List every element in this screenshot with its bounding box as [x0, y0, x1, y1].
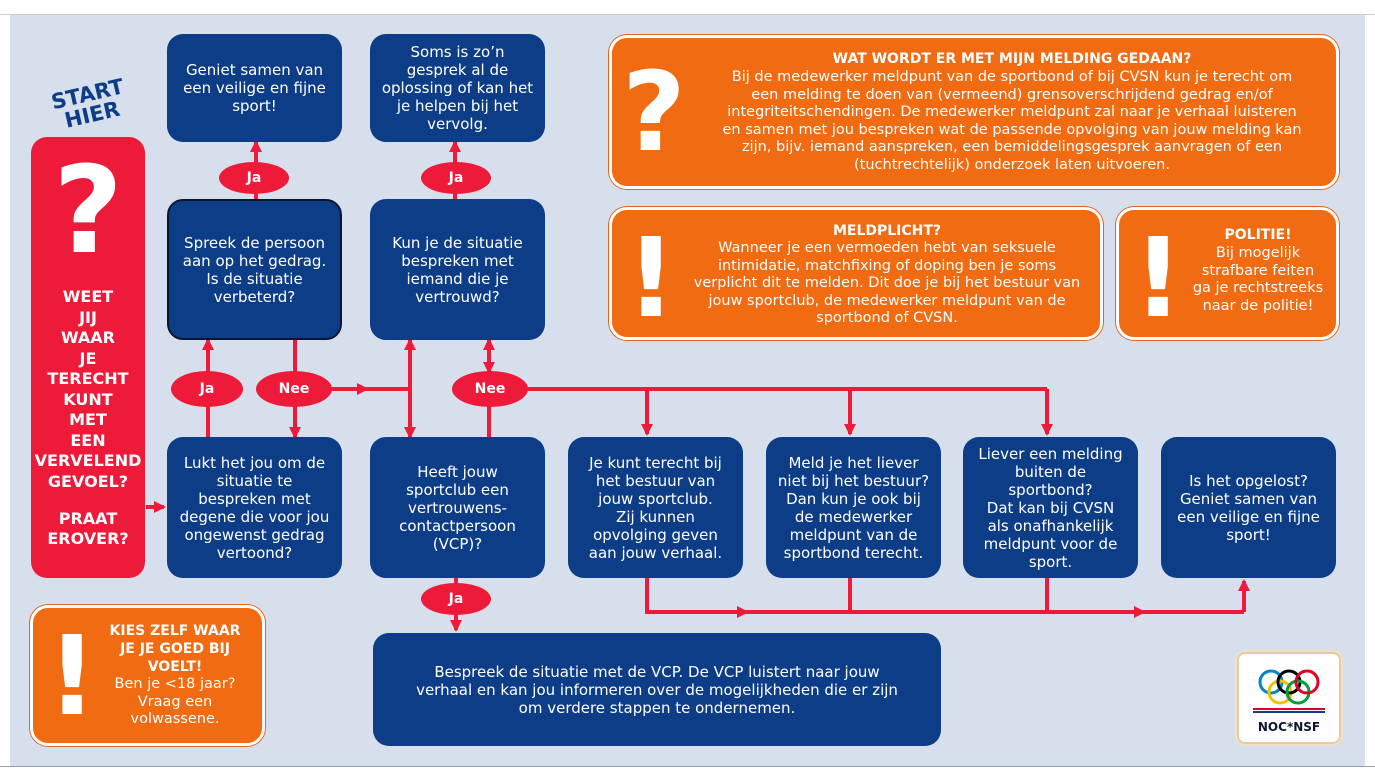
pill-ja-spreek: Ja [219, 162, 289, 194]
start-question: WEET JIJ WAAR JE TERECHT KUNT MET EEN VE… [34, 287, 142, 491]
box-vcp: Bespreek de situatie met de VCP. De VCP … [373, 633, 941, 746]
box-geniet-top: Geniet samen van een veilige en fijne sp… [167, 34, 342, 142]
box-opgelost: Is het opgelost? Geniet samen van een ve… [1161, 437, 1336, 578]
info-kies-body: Ben je <18 jaar? Vraag een volwassene. [114, 676, 236, 727]
bottom-border [0, 766, 1375, 767]
info-wat-body: Bij de medewerker meldpunt van de sportb… [722, 69, 1302, 173]
noc-nsf-logo: NOC*NSF [1235, 650, 1343, 746]
box-spreek: Spreek de persoon aan op het gedrag. Is … [167, 199, 342, 340]
pill-ja-lukt: Ja [171, 371, 243, 407]
box-soms: Soms is zo’n gesprek al de oplossing of … [370, 34, 545, 142]
pill-nee-kun: Nee [452, 371, 528, 407]
box-lukt: Lukt het jou om de situatie te bespreken… [167, 437, 342, 578]
info-politie-body: Bij mogelijk strafbare feiten ga je rech… [1192, 245, 1324, 314]
start-call-to-action: PRAAT EROVER? [47, 509, 129, 548]
olympic-rings-icon [1253, 669, 1325, 713]
box-heeft: Heeft jouw sportclub een vertrouwens- co… [370, 437, 545, 578]
exclamation-icon: ! [47, 612, 98, 740]
pill-nee-spreek: Nee [256, 371, 332, 407]
arrow-bottom-collector [645, 578, 1244, 614]
info-politie-title: POLITIE! [1224, 227, 1292, 243]
box-meld: Meld je het liever niet bij het bestuur?… [766, 437, 941, 578]
info-politie: ! POLITIE! Bij mogelijk strafbare feiten… [1116, 207, 1339, 340]
box-bestuur: Je kunt terecht bij het bestuur van jouw… [568, 437, 743, 578]
start-panel: ? WEET JIJ WAAR JE TERECHT KUNT MET EEN … [31, 137, 145, 578]
info-wat-wordt: ? WAT WORDT ER MET MIJN MELDING GEDAAN? … [609, 35, 1339, 189]
pill-ja-kun: Ja [421, 162, 491, 194]
info-wat-title: WAT WORDT ER MET MIJN MELDING GEDAAN? [832, 51, 1192, 67]
logo-text: NOC*NSF [1257, 720, 1321, 734]
question-mark-icon: ? [622, 48, 686, 176]
info-meldplicht: ! MELDPLICHT? Wanneer je een vermoeden h… [609, 207, 1103, 340]
info-kies-title: KIES ZELF WAAR JE JE GOED BIJ VOELT! [109, 623, 241, 675]
box-kun: Kun je de situatie bespreken met iemand … [370, 199, 545, 340]
top-border [0, 14, 1375, 15]
box-liever: Liever een melding buiten de sportbond? … [963, 437, 1138, 578]
exclamation-icon: ! [626, 214, 677, 342]
info-meldplicht-title: MELDPLICHT? [832, 223, 942, 239]
info-kies-zelf: ! KIES ZELF WAAR JE JE GOED BIJ VOELT! B… [30, 605, 265, 746]
info-meldplicht-body: Wanneer je een vermoeden hebt van seksue… [693, 240, 1081, 326]
question-mark-icon: ? [53, 142, 123, 281]
exclamation-icon: ! [1133, 214, 1184, 342]
pill-ja-heeft: Ja [421, 583, 491, 615]
